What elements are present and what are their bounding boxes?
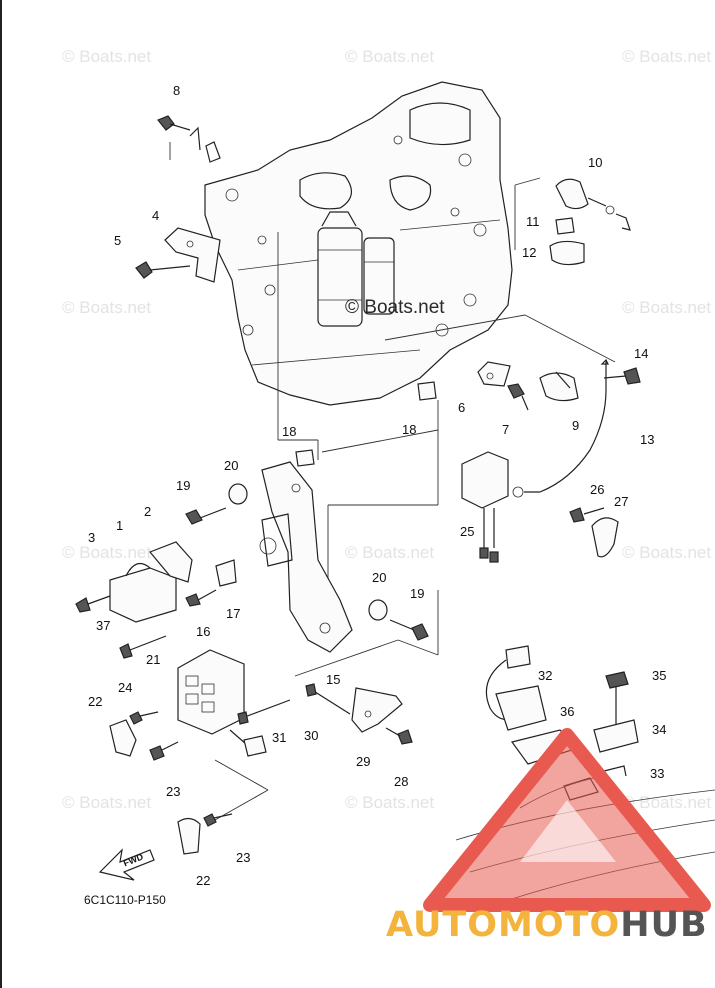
part-8-bolt bbox=[157, 115, 221, 163]
callout-number: 35 bbox=[652, 668, 666, 683]
brand-logo bbox=[423, 728, 711, 912]
callout-number: 30 bbox=[304, 728, 318, 743]
callout-number: 26 bbox=[590, 482, 604, 497]
callout-number: 31 bbox=[272, 730, 286, 745]
watermark: © Boats.net bbox=[62, 47, 151, 66]
callout-number: 24 bbox=[118, 680, 132, 695]
brand-part-2: HUB bbox=[620, 905, 708, 945]
part-1-rectifier bbox=[109, 562, 177, 623]
callout-number: 8 bbox=[173, 83, 180, 98]
callout-number: 11 bbox=[526, 214, 540, 229]
part-6-plate bbox=[477, 361, 511, 387]
callout-number: 7 bbox=[502, 422, 509, 437]
part-17-bolt bbox=[185, 589, 217, 607]
part-22-caps bbox=[109, 719, 201, 855]
callout-number: 18 bbox=[402, 422, 416, 437]
part-5-bolt bbox=[135, 261, 191, 279]
callout-number: 22 bbox=[196, 873, 210, 888]
callout-number: 27 bbox=[614, 494, 628, 509]
part-4-bracket bbox=[164, 227, 221, 283]
callout-number: 20 bbox=[224, 458, 238, 473]
part-20-grommet bbox=[228, 483, 388, 621]
part-27-cap bbox=[591, 517, 619, 558]
callout-number: 5 bbox=[114, 233, 121, 248]
part-9-clamp bbox=[539, 371, 579, 402]
part-2-cover bbox=[149, 541, 193, 583]
part-7-bolt bbox=[507, 383, 529, 411]
callout-number: 6 bbox=[458, 400, 465, 415]
part-30-screw bbox=[385, 727, 413, 745]
callout-number: 4 bbox=[152, 208, 159, 223]
watermark: © Boats.net bbox=[622, 298, 711, 317]
watermark: © Boats.net bbox=[62, 793, 151, 812]
callout-number: 23 bbox=[166, 784, 180, 799]
callout-number: 36 bbox=[560, 704, 574, 719]
callout-number: 14 bbox=[634, 346, 648, 361]
forward-arrow-icon: FWD bbox=[98, 848, 155, 881]
callout-number: 20 bbox=[372, 570, 386, 585]
callout-number: 19 bbox=[410, 586, 424, 601]
watermark: © Boats.net bbox=[62, 543, 151, 562]
part-16-clip bbox=[215, 559, 237, 587]
part-29-bolt bbox=[305, 683, 351, 715]
part-25-relay bbox=[461, 451, 509, 563]
part-3-bolt bbox=[75, 595, 111, 613]
callout-number: 29 bbox=[356, 754, 370, 769]
callout-number: 9 bbox=[572, 418, 579, 433]
callout-number: 17 bbox=[226, 606, 240, 621]
watermark: © Boats.net bbox=[345, 47, 434, 66]
callout-number: 12 bbox=[522, 245, 536, 260]
watermark: © Boats.net bbox=[622, 543, 711, 562]
diagram-code: 6C1C110-P150 bbox=[84, 893, 166, 907]
callout-number: 34 bbox=[652, 722, 666, 737]
guide-lines bbox=[169, 142, 616, 821]
callout-number: 33 bbox=[650, 766, 664, 781]
callout-number: 3 bbox=[88, 530, 95, 545]
watermark: © Boats.net bbox=[622, 793, 711, 812]
part-37-bolt bbox=[119, 635, 167, 659]
callout-number: 10 bbox=[588, 155, 602, 170]
watermark: © Boats.net bbox=[62, 298, 151, 317]
part-21-cdi-unit bbox=[177, 649, 267, 757]
callout-number: 28 bbox=[394, 774, 408, 789]
callouts: 8 4 5 10 11 12 14 6 7 9 13 18 18 20 19 2… bbox=[88, 83, 666, 888]
part-13-ground-lead bbox=[512, 358, 609, 498]
callout-number: 32 bbox=[538, 668, 552, 683]
part-31-bolt bbox=[237, 699, 291, 725]
engine-block bbox=[204, 81, 513, 406]
callout-number: 15 bbox=[326, 672, 340, 687]
callout-number: 2 bbox=[144, 504, 151, 519]
part-24-screw bbox=[149, 741, 179, 761]
callout-number: 19 bbox=[176, 478, 190, 493]
watermark-strong: © Boats.net bbox=[345, 297, 445, 318]
callout-number: 25 bbox=[460, 524, 474, 539]
watermarks: © Boats.net © Boats.net © Boats.net © Bo… bbox=[62, 47, 711, 812]
callout-number: 18 bbox=[282, 424, 296, 439]
callout-number: 1 bbox=[116, 518, 123, 533]
callout-number: 23 bbox=[236, 850, 250, 865]
watermark: © Boats.net bbox=[345, 543, 434, 562]
callout-number: 22 bbox=[88, 694, 102, 709]
part-14-bolt bbox=[603, 367, 641, 385]
callout-number: 13 bbox=[640, 432, 654, 447]
watermark: © Boats.net bbox=[345, 793, 434, 812]
part-19-bolts bbox=[185, 507, 429, 641]
part-18-collars bbox=[295, 381, 437, 467]
callout-number: 37 bbox=[96, 618, 110, 633]
callout-number: 16 bbox=[196, 624, 210, 639]
part-23-screws bbox=[129, 711, 233, 827]
brand-wordmark: AUTOMOTOHUB bbox=[386, 902, 708, 948]
part-32-harness bbox=[485, 645, 547, 731]
part-15-bracket bbox=[259, 461, 353, 653]
part-26-bolt bbox=[569, 507, 605, 523]
brand-part-1: AUTOMOTO bbox=[386, 905, 621, 945]
watermark: © Boats.net bbox=[622, 47, 711, 66]
callout-number: 21 bbox=[146, 652, 160, 667]
part-28-bracket bbox=[351, 687, 403, 733]
part-10-11-12-holder bbox=[549, 178, 631, 266]
